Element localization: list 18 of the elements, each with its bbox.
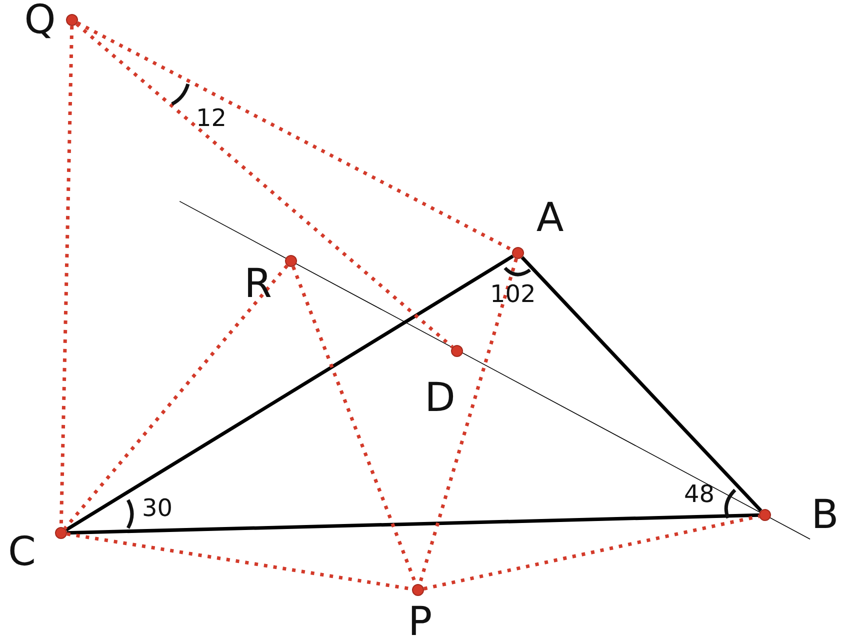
point-label: R bbox=[243, 262, 273, 306]
dotted-line bbox=[76, 21, 514, 252]
line bbox=[520, 256, 762, 512]
point-label: D bbox=[424, 376, 456, 420]
line bbox=[65, 254, 514, 532]
line bbox=[66, 513, 760, 535]
point-label: B bbox=[810, 493, 840, 537]
point-label: A bbox=[535, 196, 565, 240]
angle-label: 30 bbox=[142, 494, 173, 522]
dotted-line bbox=[75, 22, 454, 348]
point-label: C bbox=[7, 530, 37, 574]
point-label: P bbox=[406, 600, 434, 642]
dotted-line bbox=[424, 514, 760, 590]
angle-label: 12 bbox=[196, 104, 227, 132]
angle-label: 102 bbox=[490, 280, 536, 308]
point-label: Q bbox=[23, 0, 57, 42]
angle-label: 48 bbox=[684, 480, 715, 508]
dotted-line bbox=[64, 264, 288, 530]
